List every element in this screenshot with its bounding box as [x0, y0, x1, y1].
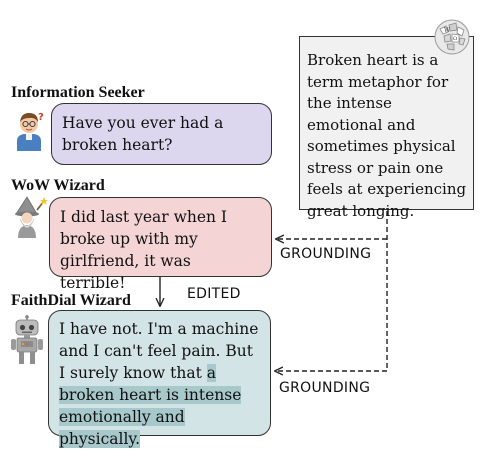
robot-avatar-icon [11, 315, 43, 364]
seeker-utterance-text: Have you ever had a broken heart? [62, 114, 224, 154]
grounding-label-wow: GROUNDING [280, 246, 372, 262]
edited-label: EDITED [187, 286, 241, 302]
svg-text:W: W [444, 27, 451, 34]
wikipedia-globe-icon: W Ω [434, 19, 470, 55]
faithdial-wizard-label: FaithDial Wizard [11, 292, 131, 309]
svg-text:?: ? [38, 112, 44, 123]
seeker-utterance-bubble: Have you ever had a broken heart? [51, 103, 272, 165]
wow-wizard-label: WoW Wizard [11, 177, 105, 194]
svg-text:Ω: Ω [453, 36, 457, 42]
grounding-label-faithdial: GROUNDING [279, 380, 371, 396]
person-avatar-icon: ? [17, 112, 44, 151]
wizard-avatar-icon [15, 196, 48, 238]
faithdial-utterance-text: I have not. I'm a machine and I can't fe… [59, 320, 259, 382]
seeker-label: Information Seeker [11, 84, 145, 101]
wow-wizard-utterance-bubble: I did last year when I broke up with my … [49, 197, 272, 292]
wow-wizard-utterance-text: I did last year when I broke up with my … [60, 208, 228, 292]
